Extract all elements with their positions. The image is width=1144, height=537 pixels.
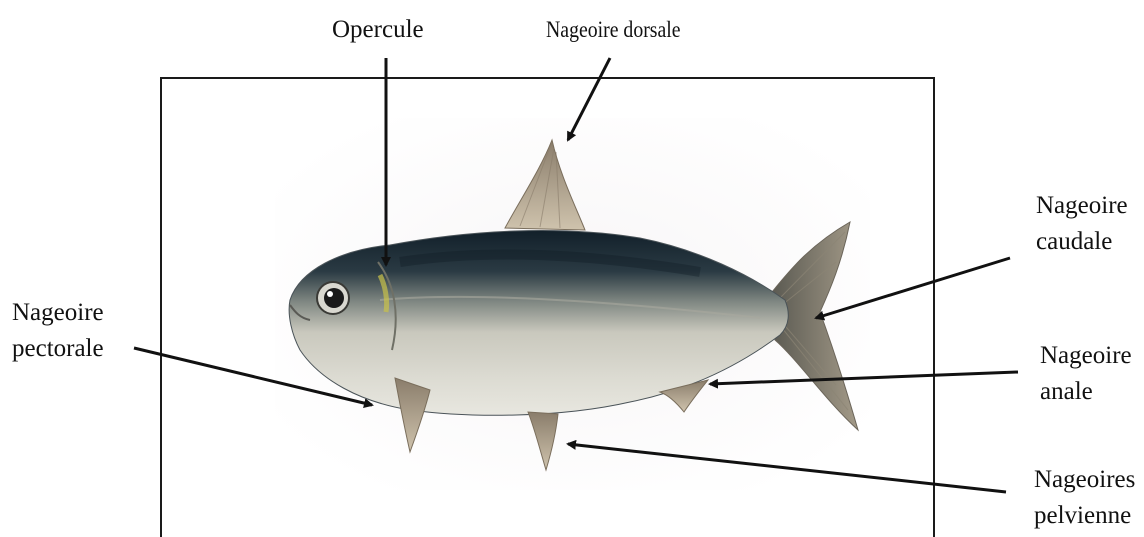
label-nageoire-anale-line1: Nageoire	[1040, 338, 1132, 374]
label-nageoire-caudale-line1: Nageoire	[1036, 188, 1128, 224]
label-nageoire-caudale: Nageoire caudale	[1036, 188, 1128, 260]
label-nageoires-pelvienne: Nageoires pelvienne	[1034, 462, 1135, 534]
label-nageoire-anale: Nageoire anale	[1040, 338, 1132, 410]
label-nageoire-caudale-line2: caudale	[1036, 224, 1128, 260]
label-nageoire-pectorale-line1: Nageoire	[12, 295, 104, 331]
label-nageoire-pectorale: Nageoire pectorale	[12, 295, 104, 367]
label-opercule: Opercule	[332, 12, 424, 48]
label-nageoire-pectorale-line2: pectorale	[12, 331, 104, 367]
label-nageoires-pelvienne-line2: pelvienne	[1034, 498, 1135, 534]
label-nageoires-pelvienne-line1: Nageoires	[1034, 462, 1135, 498]
label-nageoire-dorsale: Nageoire dorsale	[546, 12, 681, 48]
label-nageoire-anale-line2: anale	[1040, 374, 1132, 410]
